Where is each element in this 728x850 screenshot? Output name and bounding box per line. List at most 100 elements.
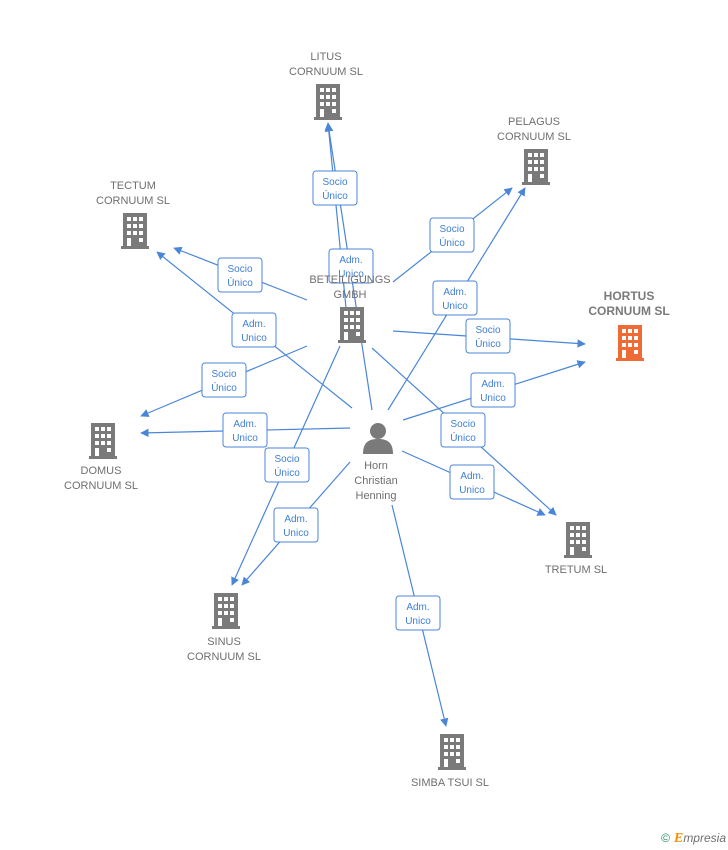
edge-label-horn-sinus[interactable]: Adm.Unico xyxy=(273,507,319,543)
copyright-symbol: © xyxy=(661,831,670,845)
edge-label-text: Unico xyxy=(405,616,431,627)
edge-label-text: Adm. xyxy=(406,602,429,613)
edge-label-text: Adm. xyxy=(443,287,466,298)
edge-label-box xyxy=(231,312,277,348)
company-node-pelagus[interactable]: PELAGUS CORNUUM SL xyxy=(497,116,571,185)
person-name: Christian xyxy=(354,475,397,487)
edge-label-box xyxy=(470,372,516,408)
building-icon xyxy=(89,423,117,459)
edge-label-text: Unico xyxy=(338,269,364,280)
company-node-tretum[interactable]: TRETUM SL xyxy=(545,522,607,576)
company-name: GMBH xyxy=(334,289,367,301)
footer-brand[interactable]: ©Empresia xyxy=(661,831,726,847)
company-name: CORNUUM SL xyxy=(187,651,261,663)
edge-label-text: Único xyxy=(439,236,465,249)
edge-label-text: Unico xyxy=(442,301,468,312)
building-icon xyxy=(338,307,366,343)
company-node-domus[interactable]: DOMUS CORNUUM SL xyxy=(64,423,138,492)
building-icon xyxy=(616,325,644,361)
edge-label-text: Adm. xyxy=(233,419,256,430)
company-name: CORNUUM SL xyxy=(497,131,571,143)
edge-label-box xyxy=(395,595,441,631)
edge-label-text: Adm. xyxy=(242,319,265,330)
building-icon xyxy=(438,734,466,770)
person-name: Horn xyxy=(364,460,388,472)
brand-logo-initial: E xyxy=(673,831,684,846)
company-node-simba[interactable]: SIMBA TSUI SL xyxy=(411,734,489,789)
edge-label-text: Socio xyxy=(322,177,347,188)
edge-label-text: Unico xyxy=(459,485,485,496)
edge-label-horn-tretum[interactable]: Adm. Unico xyxy=(449,464,495,500)
edge-label-box xyxy=(465,318,511,354)
edge-label-text: Socio xyxy=(439,224,464,235)
edge-label-box xyxy=(222,412,268,448)
company-name: DOMUS xyxy=(81,465,122,477)
company-name: SIMBA TSUI SL xyxy=(411,777,489,789)
edge-label-text: Socio xyxy=(274,454,299,465)
edge-label-text: Unico xyxy=(283,528,309,539)
edge-label-text: Adm. xyxy=(339,255,362,266)
edge-label-box xyxy=(449,464,495,500)
edge-label-text: Socio xyxy=(450,419,475,430)
person-name: Henning xyxy=(356,490,397,502)
edge-label-box xyxy=(429,217,475,253)
edge-label-box xyxy=(432,280,478,316)
edge-label-box xyxy=(264,447,310,483)
edge-label-horn-pelagus[interactable]: Adm. Unico xyxy=(432,280,478,316)
company-node-sinus[interactable]: SINUS CORNUUM SL xyxy=(187,593,261,663)
company-name: SINUS xyxy=(207,636,241,648)
company-name: CORNUUM SL xyxy=(64,480,138,492)
edge-label-text: Único xyxy=(211,381,237,394)
edge-label-horn-litus[interactable]: Adm. Unico xyxy=(328,248,374,284)
edge-label-text: Único xyxy=(322,189,348,202)
edge-label-text: Socio xyxy=(211,369,236,380)
edge-label-text: Adm. xyxy=(481,379,504,390)
edge-label-box xyxy=(217,257,263,293)
company-name: LITUS xyxy=(310,51,341,63)
edge-label-text: Unico xyxy=(480,393,506,404)
edge-label-text: Unico xyxy=(232,433,258,444)
company-name: CORNUUM SL xyxy=(96,195,170,207)
edge-label-text: Único xyxy=(450,431,476,444)
building-icon xyxy=(121,213,149,249)
building-icon xyxy=(212,593,240,629)
brand-name: mpresia xyxy=(683,831,726,845)
edge-label-text: Adm. xyxy=(460,471,483,482)
company-name: PELAGUS xyxy=(508,116,560,128)
edge-label-horn-tectum[interactable]: Adm. Unico xyxy=(231,312,277,348)
edge-label-text: Unico xyxy=(241,333,267,344)
edge-label-box xyxy=(201,362,247,398)
edge-label-box xyxy=(312,170,358,206)
building-icon xyxy=(564,522,592,558)
edge-label-box xyxy=(273,507,319,543)
edge-label-box xyxy=(328,248,374,284)
company-name: CORNUUM SL xyxy=(588,304,669,318)
company-name: TECTUM xyxy=(110,180,156,192)
edge-label-horn-hortus[interactable]: Adm. Unico xyxy=(470,372,516,408)
edge-label-horn-domus[interactable]: Adm. Unico xyxy=(222,412,268,448)
building-icon xyxy=(522,149,550,185)
company-name: HORTUS xyxy=(604,289,655,303)
company-node-beteil[interactable]: BETEILIGUNGS GMBH xyxy=(309,274,391,343)
company-node-tectum[interactable]: TECTUM CORNUUM SL xyxy=(96,180,170,249)
edge-label-text: Único xyxy=(274,466,300,479)
company-name: TRETUM SL xyxy=(545,564,607,576)
edge-label-box xyxy=(440,412,486,448)
company-name: BETEILIGUNGS xyxy=(309,274,390,286)
edge-label-horn-simba[interactable]: Adm. Unico xyxy=(395,595,441,631)
edge-label-text: Único xyxy=(227,276,253,289)
edge-label-text: Socio xyxy=(475,325,500,336)
building-icon xyxy=(314,84,342,120)
edge-label-text: Único xyxy=(475,337,501,350)
